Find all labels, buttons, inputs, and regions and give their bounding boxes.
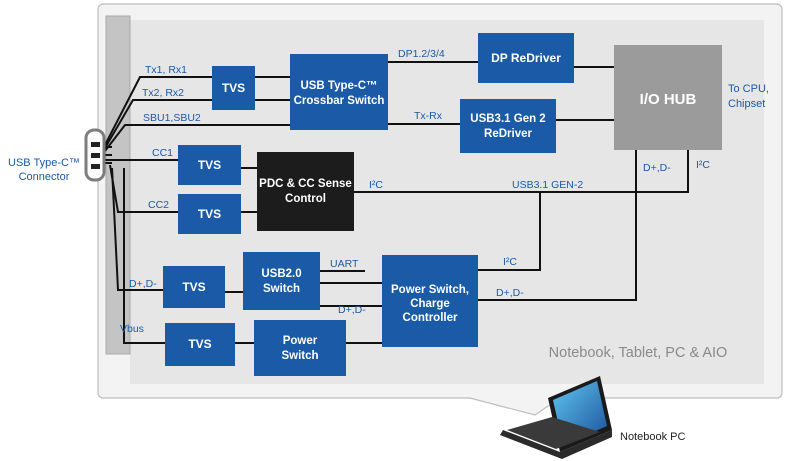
usb2-switch-block: USB2.0 Switch [243, 252, 320, 310]
signal-dpdm-power-in-label: D+,D- [338, 304, 366, 316]
usb31-redriver-block: USB3.1 Gen 2 ReDriver [460, 99, 556, 153]
signal-usb31-gen2-label: USB3.1 GEN-2 [512, 179, 583, 191]
power-charge-label-line1: Power Switch, [391, 284, 469, 296]
wires [102, 61, 689, 344]
signal-tx1rx1-label: Tx1, Rx1 [145, 64, 187, 76]
usb2-switch-label-line2: Switch [263, 283, 300, 295]
pdc-label-line2: Control [285, 193, 326, 205]
connector-bar [105, 15, 131, 355]
notebook-pc-label: Notebook PC [620, 431, 685, 443]
signal-vbus-label: Vbus [120, 323, 144, 335]
dp-redriver-label: DP ReDriver [491, 51, 561, 65]
crossbar-label-line1: USB Type-C™ [300, 80, 377, 92]
signal-dpdm-hub-label: D+,D- [643, 162, 671, 174]
signal-i2c-pdc-label: I²C [369, 179, 383, 191]
usb31-redriver-label-line1: USB3.1 Gen 2 [470, 113, 545, 125]
power-charge-label-line2: Charge [410, 298, 450, 310]
io-hub-block: I/O HUB [614, 45, 722, 150]
to-cpu-label-line2: Chipset [728, 98, 765, 110]
signal-txrx-label: Tx-Rx [414, 110, 443, 122]
signal-tx2rx2-label: Tx2, Rx2 [142, 87, 184, 99]
power-charge-controller-block: Power Switch, Charge Controller [382, 255, 478, 347]
tvs-cc1-label: TVS [198, 158, 221, 172]
tvs-usb2-label: TVS [182, 280, 205, 294]
platform-label: Notebook, Tablet, PC & AIO [549, 345, 728, 361]
tvs-cc2-label: TVS [198, 207, 221, 221]
signal-dpdm-power-out-label: D+,D- [496, 287, 524, 299]
io-hub-label: I/O HUB [640, 91, 697, 108]
usb-typec-connector [84, 128, 106, 182]
connector-label-line1: USB Type-C™ [8, 157, 80, 169]
power-charge-label-line3: Controller [403, 312, 458, 324]
connector-label-line2: Connector [19, 171, 70, 183]
pdc-label-line1: PDC & CC Sense [259, 178, 352, 190]
power-switch-label-line2: Switch [281, 350, 318, 362]
signal-i2c-hub-label: I²C [696, 159, 710, 171]
signal-sbu-label: SBU1,SBU2 [143, 112, 201, 124]
signal-dpdm-tvs-label: D+,D- [129, 278, 157, 290]
tvs-usb2-block: TVS [163, 266, 225, 308]
signal-cc1-label: CC1 [152, 147, 173, 159]
usb2-switch-label-line1: USB2.0 [261, 268, 301, 280]
tvs-block-1: TVS [212, 66, 255, 110]
notebook-pc-illustration [500, 376, 612, 459]
power-switch-block: Power Switch [254, 320, 346, 376]
tvs-vbus-block: TVS [165, 323, 235, 366]
tvs-block-1-label: TVS [222, 81, 245, 95]
crossbar-switch-block: USB Type-C™ Crossbar Switch [290, 54, 388, 130]
tvs-cc2-block: TVS [178, 194, 241, 234]
signal-dp-label: DP1.2/3/4 [398, 48, 445, 60]
signal-cc2-label: CC2 [148, 199, 169, 211]
signal-i2c-power-label: I²C [503, 256, 517, 268]
to-cpu-label-line1: To CPU, [728, 83, 769, 95]
signal-uart-label: UART [330, 258, 359, 270]
pdc-cc-sense-block: PDC & CC Sense Control [257, 152, 354, 231]
usb31-redriver-label-line2: ReDriver [484, 128, 532, 140]
tvs-vbus-label: TVS [188, 337, 211, 351]
dp-redriver-block: DP ReDriver [478, 33, 574, 83]
crossbar-label-line2: Crossbar Switch [294, 95, 385, 107]
power-switch-label-line1: Power [283, 335, 318, 347]
tvs-cc1-block: TVS [178, 145, 241, 185]
